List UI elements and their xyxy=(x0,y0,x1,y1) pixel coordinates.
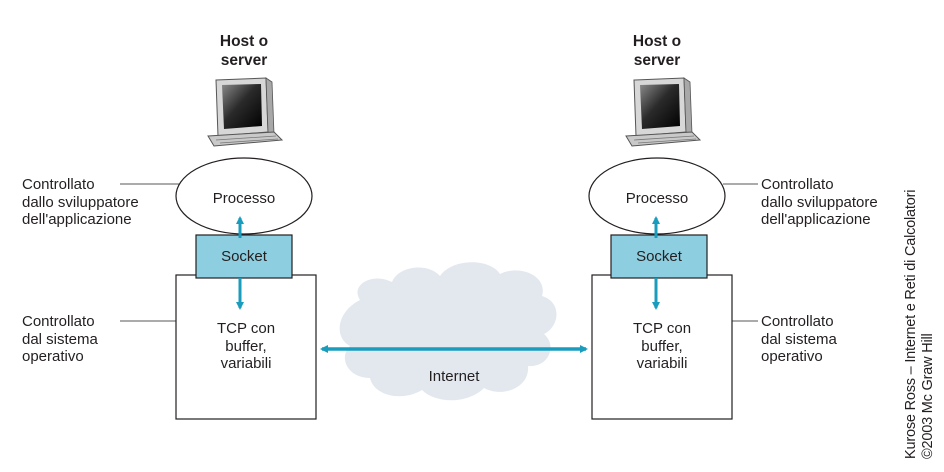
computer-icon-left xyxy=(207,77,284,147)
tcp-box-right xyxy=(591,274,733,420)
tcp-box-left xyxy=(175,274,317,420)
process-ellipse-left xyxy=(175,157,313,235)
computer-icon-right xyxy=(625,77,702,147)
copyright-credit: Kurose Ross – Internet e Reti di Calcola… xyxy=(903,189,936,459)
internet-label: Internet xyxy=(428,368,480,385)
process-label-right: Processo xyxy=(625,190,689,207)
socket-box-left xyxy=(195,234,293,279)
internet-cloud xyxy=(339,262,557,401)
socket-label-left: Socket xyxy=(221,248,267,265)
socket-label-right: Socket xyxy=(636,248,682,265)
process-label-left: Processo xyxy=(212,190,276,207)
socket-box-right xyxy=(610,234,708,279)
